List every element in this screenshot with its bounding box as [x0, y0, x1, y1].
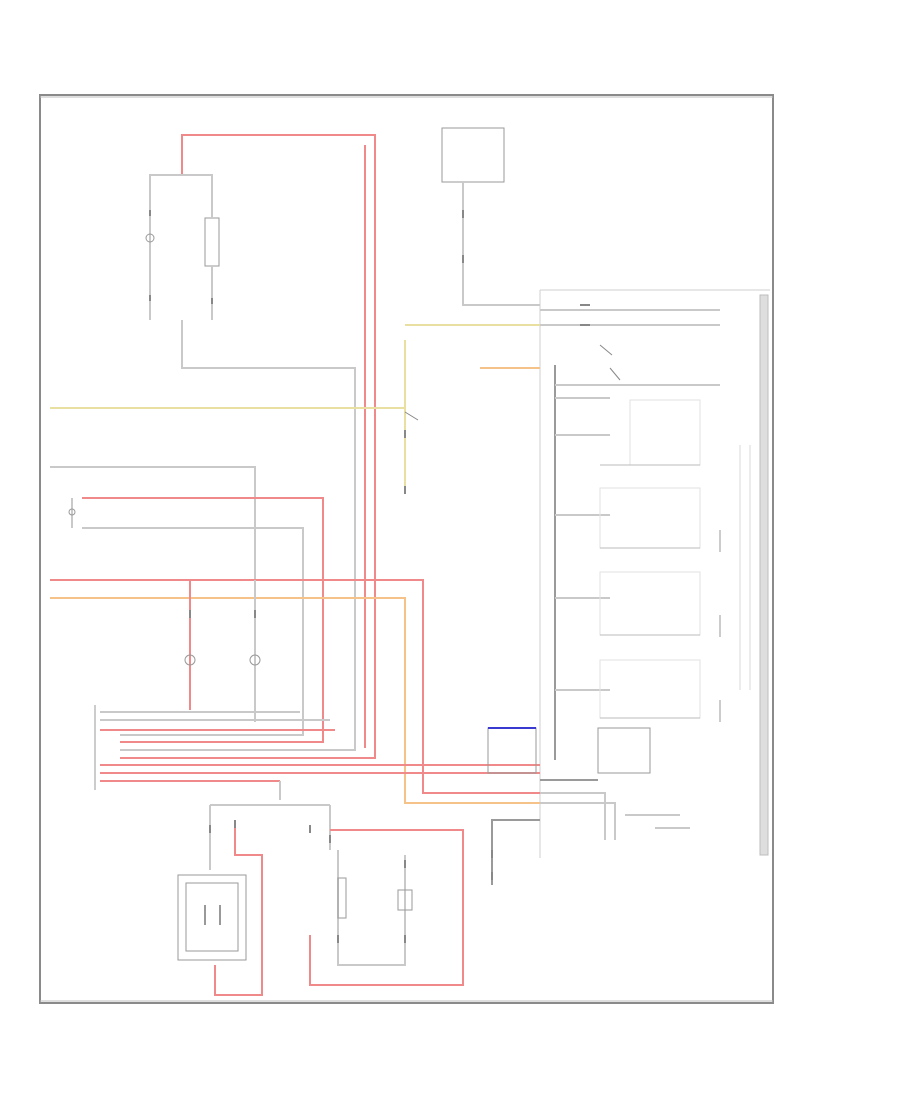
wire-red-top — [120, 134, 376, 759]
top-switch-right — [204, 185, 220, 320]
diagram-frame — [39, 94, 774, 1004]
relay-box-top — [441, 127, 540, 306]
wire-yellow — [50, 304, 720, 490]
top-switch-left — [145, 185, 155, 320]
ignition-switch — [404, 411, 419, 494]
sensor-mid — [184, 610, 261, 666]
wires-lower-right — [491, 792, 690, 885]
module-internals — [554, 344, 751, 760]
bottom-branch — [209, 781, 464, 996]
ground-mid — [487, 727, 651, 781]
relay-bottom-mid — [337, 850, 406, 966]
control-module — [539, 289, 770, 858]
relay-bottom-right — [397, 860, 413, 943]
fuse-box — [94, 705, 540, 790]
connector-left — [50, 466, 324, 743]
relay-bottom-left — [177, 874, 247, 961]
wires-red-orange — [50, 579, 540, 804]
